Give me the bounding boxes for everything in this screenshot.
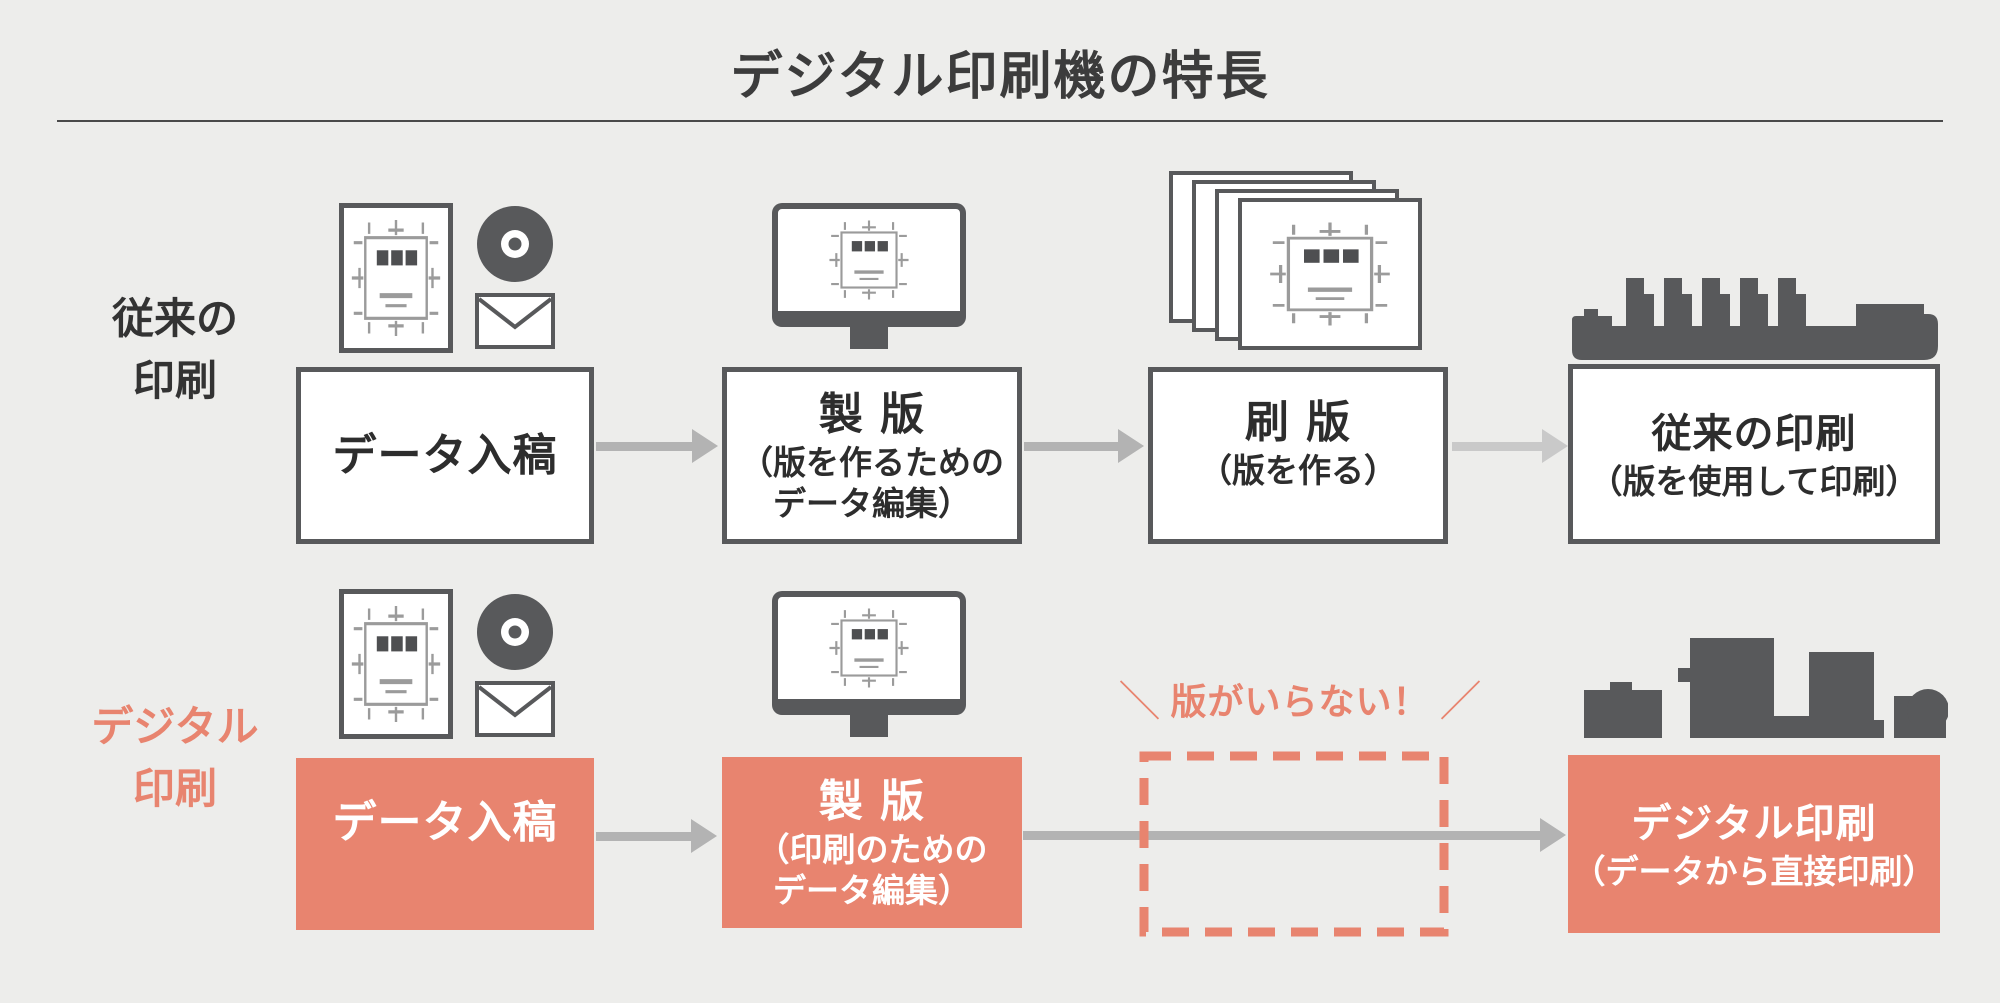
title-divider (57, 120, 1943, 122)
step-subtitle: （印刷のための (756, 829, 988, 869)
registration-marks-icon (1265, 218, 1395, 330)
envelope-icon (474, 680, 556, 738)
flow-arrow (1452, 429, 1568, 463)
legacy-row-label-line2: 印刷 (132, 356, 217, 405)
plate-sheet-front (1238, 198, 1422, 350)
legacy-step-plate-making: 刷 版 （版を作る） (1148, 367, 1448, 544)
step-title: データ入稿 (332, 797, 558, 848)
step-subtitle: （版を作るための (740, 442, 1004, 482)
step-title: 製 版 (818, 388, 926, 440)
digital-step-printing: デジタル印刷 （データから直接印刷） (1568, 755, 1940, 933)
step-title: 従来の印刷 (1651, 410, 1857, 457)
step-title: 刷 版 (1244, 397, 1352, 448)
page-title: デジタル印刷機の特長 (730, 47, 1270, 107)
step-subtitle: （版を作る） (1199, 451, 1397, 490)
step-subtitle: データ編集） (773, 483, 971, 523)
step-title: デジタル印刷 (1631, 800, 1877, 847)
document-icon (339, 589, 453, 739)
annotation-slash-right: ／ (1439, 677, 1482, 726)
flow-arrow (1024, 429, 1144, 463)
printing-plates-stack-icon (1169, 171, 1425, 353)
step-title: データ入稿 (332, 429, 558, 481)
flow-arrow (596, 819, 717, 853)
digital-row-label-line2: 印刷 (132, 764, 217, 813)
skipped-step-dashed-box (1139, 751, 1449, 937)
registration-marks-icon (348, 215, 444, 341)
flow-arrow (1023, 818, 1566, 852)
document-icon (339, 203, 453, 353)
legacy-step-printing: 従来の印刷 （版を使用して印刷） (1568, 364, 1940, 544)
envelope-glyph (475, 681, 555, 737)
legacy-row-label: 従来の 印刷 (35, 288, 315, 412)
digital-step-plate-setup: 製 版 （印刷のための データ編集） (722, 757, 1022, 928)
digital-step-data-submission: データ入稿 (296, 758, 594, 930)
cd-disc-icon (477, 594, 553, 670)
monitor-icon (772, 591, 966, 737)
legacy-step-data-submission: データ入稿 (296, 367, 594, 544)
monitor-screen (772, 591, 966, 715)
digital-row-label-line1: デジタル (91, 702, 259, 751)
offset-press-icon (1572, 278, 1938, 360)
annotation-slash-left: ＼ (1118, 677, 1161, 726)
flow-arrow (596, 429, 718, 463)
no-plate-annotation: ＼ 版がいらない！ ／ (1110, 668, 1490, 729)
envelope-icon (474, 292, 556, 350)
annotation-text: 版がいらない！ (1170, 681, 1430, 723)
step-subtitle: データ編集） (773, 870, 971, 910)
monitor-stand (850, 715, 888, 737)
step-title: 製 版 (818, 775, 926, 827)
step-subtitle: （版を使用して印刷） (1589, 461, 1919, 501)
step-subtitle: （データから直接印刷） (1572, 851, 1936, 891)
envelope-glyph (475, 293, 555, 349)
cd-disc-icon (477, 206, 553, 282)
registration-marks-icon (826, 217, 912, 303)
legacy-row-label-line1: 従来の (111, 294, 238, 343)
digital-press-icon (1584, 638, 1948, 738)
monitor-stand (850, 327, 888, 349)
registration-marks-icon (826, 605, 912, 691)
legacy-step-plate-setup: 製 版 （版を作るための データ編集） (722, 367, 1022, 544)
digital-row-label: デジタル 印刷 (35, 696, 315, 820)
registration-marks-icon (348, 601, 444, 727)
monitor-screen (772, 203, 966, 327)
monitor-icon (772, 203, 966, 349)
